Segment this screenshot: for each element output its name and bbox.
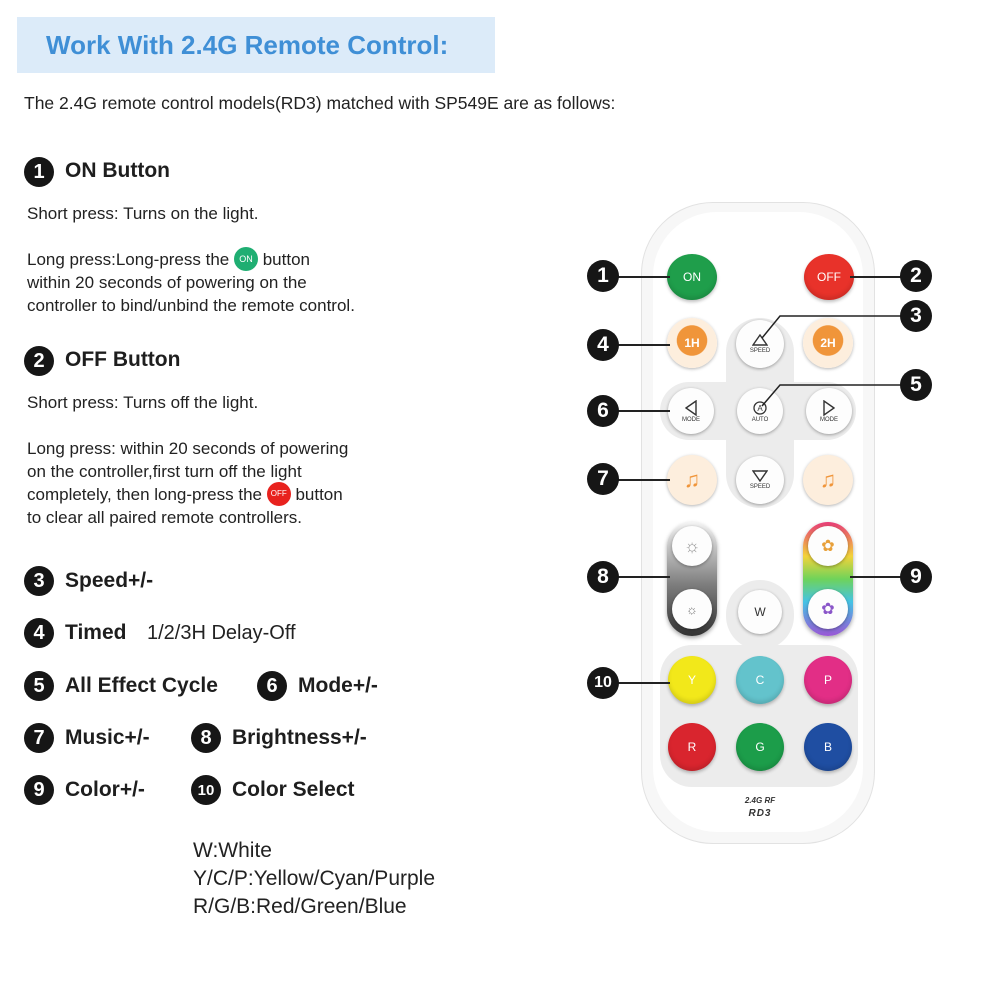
music-note-icon: ♫ <box>819 467 837 492</box>
leader-line-3 <box>761 315 902 339</box>
leader-line-10 <box>618 682 670 684</box>
mode-heading: Mode+/- <box>298 674 378 697</box>
on-button-heading: ON Button <box>65 159 170 182</box>
leader-line-6 <box>618 410 670 412</box>
speed-up-key[interactable]: SPEED <box>736 320 784 368</box>
callout-7: 7 <box>587 463 619 495</box>
number-badge-5: 5 <box>24 671 54 701</box>
color-wheel-icon: ✿ <box>821 601 835 618</box>
sun-small-icon: ☼ <box>686 601 698 617</box>
title-banner <box>17 17 495 73</box>
off-button-heading: OFF Button <box>65 348 181 371</box>
callout-1: 1 <box>587 260 619 292</box>
callout-9: 9 <box>900 561 932 593</box>
triangle-right-icon <box>823 399 835 416</box>
timed-detail: 1/2/3H Delay-Off <box>147 622 296 644</box>
auto-cycle-key[interactable]: A AUTO <box>737 388 783 434</box>
number-badge-3: 3 <box>24 566 54 596</box>
callout-2: 2 <box>900 260 932 292</box>
off-key[interactable]: OFF <box>804 254 854 300</box>
callout-4: 4 <box>587 329 619 361</box>
off-short-press: Short press: Turns off the light. <box>27 393 259 412</box>
callout-8: 8 <box>587 561 619 593</box>
timed-heading: Timed <box>65 621 127 644</box>
white-key[interactable]: W <box>738 590 782 634</box>
on-short-press: Short press: Turns on the light. <box>27 204 259 223</box>
timer-2h-key[interactable]: 2H <box>803 318 853 368</box>
brightness-heading: Brightness+/- <box>232 726 367 749</box>
mode-prev-key[interactable]: MODE <box>668 388 714 434</box>
model-label: RD3 <box>748 808 772 819</box>
music-note-icon: ♫ <box>683 467 701 492</box>
color-plus-key[interactable]: ✿ <box>808 526 848 566</box>
leader-line-8 <box>618 576 670 578</box>
callout-10: 10 <box>587 667 619 699</box>
svg-text:A: A <box>757 404 763 413</box>
timer-1h-key[interactable]: 1H <box>667 318 717 368</box>
blue-key[interactable]: B <box>804 723 852 771</box>
color-minus-key[interactable]: ✿ <box>808 589 848 629</box>
number-badge-4: 4 <box>24 618 54 648</box>
leader-line-7 <box>618 479 670 481</box>
number-badge-2: 2 <box>24 346 54 376</box>
off-button-description: Short press: Turns off the light. Long p… <box>27 393 349 528</box>
purple-key[interactable]: P <box>804 656 852 704</box>
auto-cycle-icon: A <box>753 400 767 415</box>
rf-label: 2.4G RF <box>744 796 776 805</box>
on-key[interactable]: ON <box>667 254 717 300</box>
mode-next-key[interactable]: MODE <box>806 388 852 434</box>
sun-icon: ☼ <box>683 535 701 556</box>
number-badge-6: 6 <box>257 671 287 701</box>
leader-line-2 <box>850 276 902 278</box>
green-key[interactable]: G <box>736 723 784 771</box>
intro-text: The 2.4G remote control models(RD3) matc… <box>24 93 616 113</box>
number-badge-10: 10 <box>191 775 221 805</box>
red-key[interactable]: R <box>668 723 716 771</box>
music-minus-key[interactable]: ♫ <box>667 455 717 505</box>
number-badge-1: 1 <box>24 157 54 187</box>
triangle-down-icon <box>752 470 768 482</box>
music-heading: Music+/- <box>65 726 150 749</box>
leader-line-9 <box>850 576 902 578</box>
color-heading: Color+/- <box>65 778 145 801</box>
page-title: Work With 2.4G Remote Control: <box>46 30 449 60</box>
callout-5: 5 <box>900 369 932 401</box>
callout-6: 6 <box>587 395 619 427</box>
number-badge-7: 7 <box>24 723 54 753</box>
color-select-heading: Color Select <box>232 778 355 801</box>
leader-line-1 <box>618 276 670 278</box>
brightness-up-key[interactable]: ☼ <box>672 526 712 566</box>
speed-down-key[interactable]: SPEED <box>736 456 784 504</box>
all-effect-cycle-heading: All Effect Cycle <box>65 674 218 697</box>
speed-heading: Speed+/- <box>65 569 154 592</box>
triangle-up-icon <box>752 334 768 346</box>
callout-3: 3 <box>900 300 932 332</box>
number-badge-8: 8 <box>191 723 221 753</box>
leader-line-4 <box>618 344 670 346</box>
inline-on-icon: ON <box>233 247 258 272</box>
inline-off-icon: OFF <box>266 482 291 507</box>
cyan-key[interactable]: C <box>736 656 784 704</box>
brightness-down-key[interactable]: ☼ <box>672 589 712 629</box>
color-wheel-icon: ✿ <box>821 538 835 555</box>
yellow-key[interactable]: Y <box>668 656 716 704</box>
leader-line-5 <box>761 384 902 407</box>
on-button-description: Short press: Turns on the light. Long pr… <box>27 204 355 316</box>
number-badge-9: 9 <box>24 775 54 805</box>
color-legend: W:White Y/C/P:Yellow/Cyan/Purple R/G/B:R… <box>193 839 436 918</box>
music-plus-key[interactable]: ♫ <box>803 455 853 505</box>
triangle-left-icon <box>685 399 697 416</box>
